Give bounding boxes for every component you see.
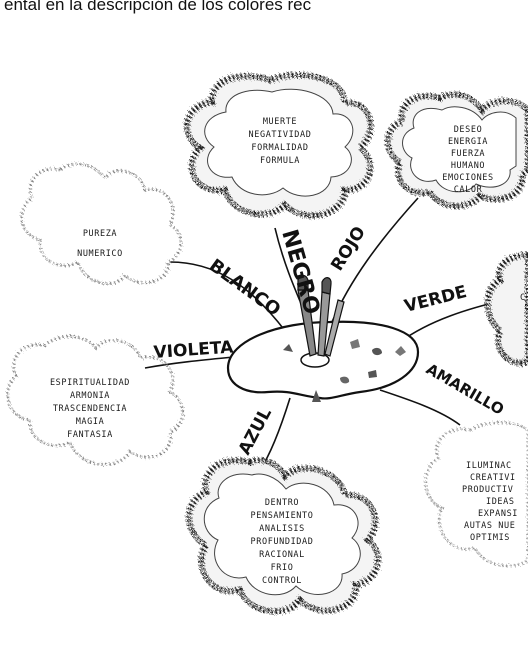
cloud-blanco-text: PUREZA NUMERICO <box>77 229 123 259</box>
cloud-amarillo-line: AUTAS NUE <box>464 521 515 531</box>
branch-label-violeta: VIOLETA <box>153 337 235 363</box>
cloud-azul-line: FRIO <box>271 563 294 573</box>
branch-label-blanco: BLANCO <box>205 255 284 321</box>
cloud-blanco-line: PUREZA <box>83 229 117 239</box>
cloud-violeta-line: MAGIA <box>76 417 105 427</box>
cloud-blanco <box>20 162 183 285</box>
cloud-violeta-text: ESPIRITUALIDAD ARMONIA TRASCENDENCIA MAG… <box>50 378 130 440</box>
cloud-azul <box>186 457 381 615</box>
cloud-violeta <box>6 334 185 466</box>
cloud-negro-line: NEGATIVIDAD <box>249 130 312 140</box>
cloud-verde <box>484 251 528 367</box>
cloud-negro-text: MUERTE NEGATIVIDAD FORMALIDAD FORMULA <box>249 117 312 166</box>
cloud-rojo <box>384 91 528 210</box>
cloud-amarillo-text: ILUMINAC CREATIVI PRODUCTIV IDEAS EXPANS… <box>462 461 518 543</box>
cloud-negro-line: FORMALIDAD <box>251 143 308 153</box>
cloud-blanco-line: NUMERICO <box>77 249 123 259</box>
cloud-violeta-line: ARMONIA <box>70 391 110 401</box>
cloud-verde-line: C <box>520 293 526 303</box>
cloud-violeta-line: ESPIRITUALIDAD <box>50 378 130 388</box>
cloud-rojo-text: DESEO ENERGIA FUERZA HUMANO EMOCIONES CA… <box>442 125 493 195</box>
palette-center <box>226 274 420 402</box>
caption-text: ental en la descripción de los colores r… <box>4 0 312 14</box>
cloud-negro-line: FORMULA <box>260 156 300 166</box>
branch-label-verde: VERDE <box>402 282 469 317</box>
cloud-verde-text: C <box>520 293 526 303</box>
cloud-rojo-line: ENERGIA <box>448 137 488 147</box>
cloud-amarillo-line: ILUMINAC <box>466 461 512 471</box>
cloud-azul-line: ANALISIS <box>259 524 305 534</box>
cloud-rojo-line: FUERZA <box>451 149 485 159</box>
cloud-negro <box>183 71 374 219</box>
cloud-amarillo-line: IDEAS <box>486 497 515 507</box>
cloud-texts: MUERTE NEGATIVIDAD FORMALIDAD FORMULA DE… <box>50 117 526 586</box>
cloud-azul-text: DENTRO PENSAMIENTO ANALISIS PROFUNDIDAD … <box>251 498 314 586</box>
cloud-amarillo-line: CREATIVI <box>470 473 516 483</box>
cloud-rojo-line: EMOCIONES <box>442 173 493 183</box>
cloud-violeta-line: TRASCENDENCIA <box>53 404 127 414</box>
cloud-azul-line: PROFUNDIDAD <box>251 537 314 547</box>
cloud-rojo-line: DESEO <box>454 125 483 135</box>
cloud-azul-line: RACIONAL <box>259 550 305 560</box>
cloud-azul-line: PENSAMIENTO <box>251 511 314 521</box>
cloud-amarillo-line: PRODUCTIV <box>462 485 513 495</box>
cloud-azul-line: CONTROL <box>262 576 302 586</box>
cloud-amarillo-line: OPTIMIS <box>470 533 510 543</box>
cloud-azul-line: DENTRO <box>265 498 299 508</box>
cloud-negro-line: MUERTE <box>263 117 297 127</box>
cloud-violeta-line: FANTASIA <box>67 430 113 440</box>
cloud-amarillo-line: EXPANSI <box>478 509 518 519</box>
cloud-rojo-line: CALOR <box>454 185 483 195</box>
cloud-rojo-line: HUMANO <box>451 161 485 171</box>
